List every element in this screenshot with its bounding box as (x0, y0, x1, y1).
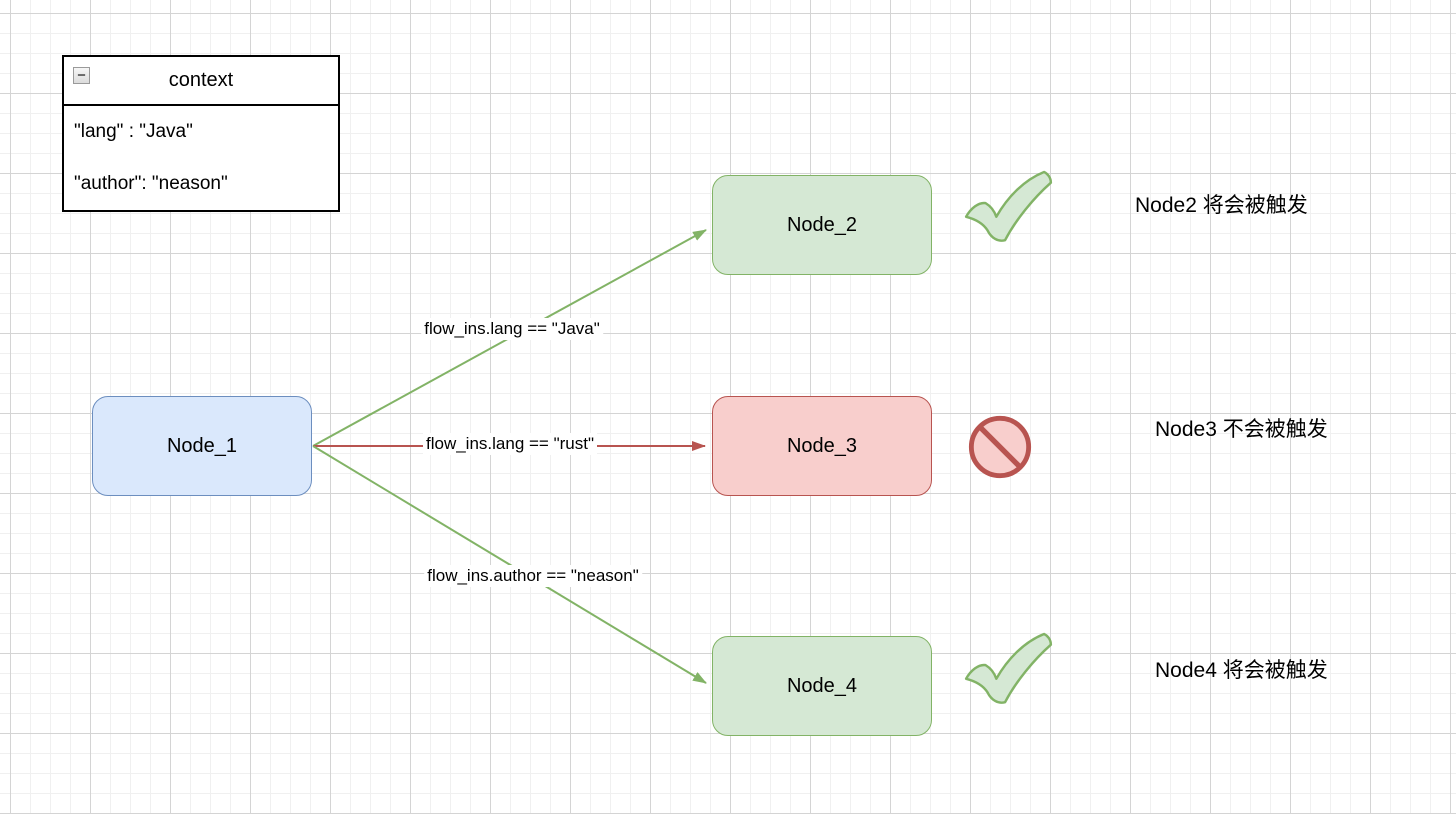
edge-label-author-neason[interactable]: flow_ins.author == "neason" (424, 565, 642, 587)
node-node1[interactable]: Node_1 (92, 396, 312, 496)
node-node2-label: Node_2 (786, 213, 858, 236)
context-table-title: context (168, 69, 234, 91)
node-node3[interactable]: Node_3 (712, 396, 932, 496)
node-node3-label: Node_3 (786, 434, 858, 457)
annotation-node4-triggered[interactable]: Node4 将会被触发 (1155, 659, 1328, 682)
edge-node1-node4[interactable] (312, 445, 707, 684)
no-entry-icon[interactable] (966, 413, 1034, 481)
node-node1-label: Node_1 (166, 434, 238, 457)
context-table[interactable]: − context "lang" : "Java" "author": "nea… (62, 55, 340, 212)
check-icon[interactable] (962, 632, 1054, 708)
context-row-lang[interactable]: "lang" : "Java" (74, 121, 193, 142)
edge-label-lang-java[interactable]: flow_ins.lang == "Java" (421, 318, 603, 340)
edge-label-lang-rust[interactable]: flow_ins.lang == "rust" (423, 433, 597, 455)
node-node2[interactable]: Node_2 (712, 175, 932, 275)
collapse-minus-icon[interactable]: − (73, 67, 90, 84)
context-row-author[interactable]: "author": "neason" (74, 173, 228, 194)
node-node4[interactable]: Node_4 (712, 636, 932, 736)
check-icon[interactable] (962, 170, 1054, 246)
context-table-body: "lang" : "Java" "author": "neason" (64, 106, 338, 210)
context-table-header: − context (64, 57, 338, 106)
annotation-node3-not-triggered[interactable]: Node3 不会被触发 (1155, 418, 1328, 441)
node-node4-label: Node_4 (786, 674, 858, 697)
annotation-node2-triggered[interactable]: Node2 将会被触发 (1135, 194, 1308, 217)
